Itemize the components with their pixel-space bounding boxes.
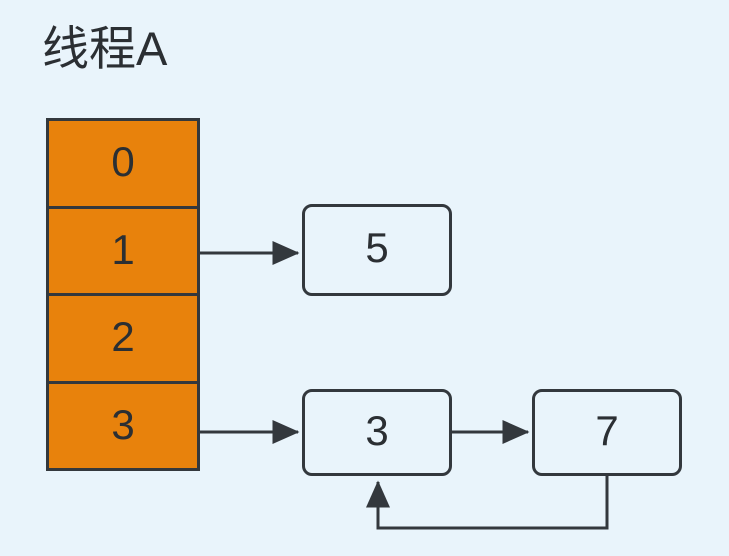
bucket-cell-3-label: 3 — [111, 400, 135, 448]
node-box-3[interactable]: 3 — [302, 389, 452, 476]
node-box-7[interactable]: 7 — [532, 389, 682, 476]
node-box-5-label: 5 — [365, 224, 389, 271]
bucket-cell-0-label: 0 — [111, 138, 135, 186]
bucket-cell-2-label: 2 — [111, 313, 135, 361]
bucket-cell-3[interactable]: 3 — [49, 383, 197, 468]
page-title: 线程A — [42, 22, 168, 75]
bucket-cell-2[interactable]: 2 — [49, 296, 197, 384]
bucket-cell-0[interactable]: 0 — [49, 121, 197, 209]
edge-node7-to-node3-loop — [366, 476, 609, 530]
node-box-3-label: 3 — [365, 406, 389, 454]
hash-bucket-array: 0 1 2 3 — [46, 118, 200, 471]
bucket-cell-1[interactable]: 1 — [49, 208, 197, 296]
node-box-7-label: 7 — [595, 406, 619, 454]
bucket-cell-1-label: 1 — [111, 225, 135, 273]
node-box-5[interactable]: 5 — [302, 204, 452, 296]
